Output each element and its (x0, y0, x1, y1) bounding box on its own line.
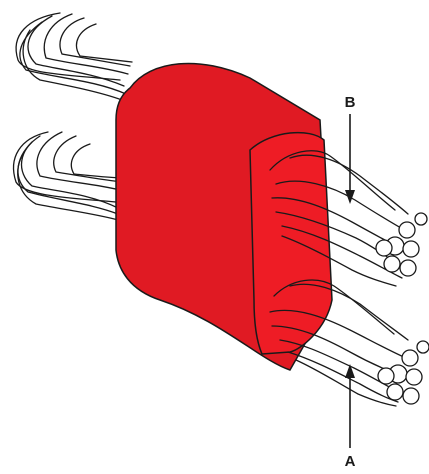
sleeve-front-face (250, 133, 332, 354)
label-a-group: A (345, 364, 356, 470)
cable-left-lower (14, 132, 124, 220)
label-a: A (345, 453, 356, 470)
cable-left-upper (16, 13, 132, 100)
label-b-group: B (345, 94, 356, 204)
label-b: B (345, 94, 356, 111)
arrow-b-head (345, 190, 355, 204)
